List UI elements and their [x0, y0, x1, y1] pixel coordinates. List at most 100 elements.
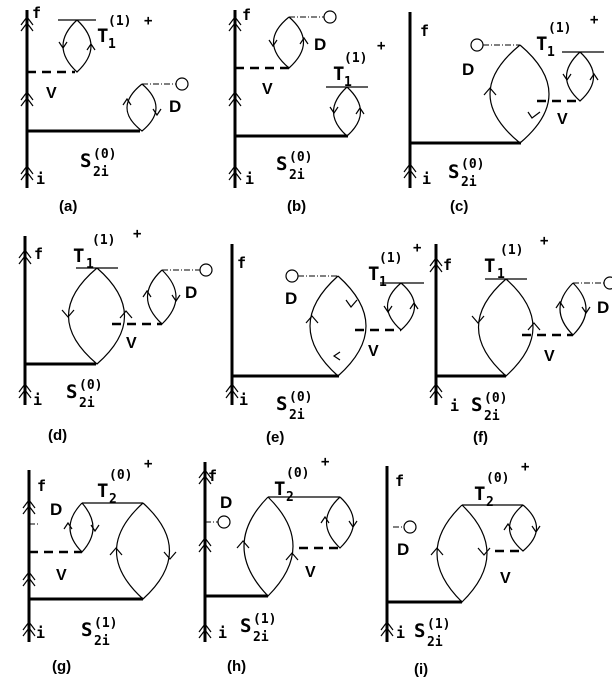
t-symbol: T [97, 480, 108, 502]
loop-arrows [61, 309, 133, 319]
t-loop [333, 86, 361, 137]
d-loop [69, 502, 94, 553]
t-superscript: (1) [344, 51, 367, 66]
panel-d: f i T 1 (1) + V D S (0) 2i (d) [18, 226, 213, 444]
t-loop [566, 51, 594, 102]
panel-caption: (i) [414, 661, 428, 677]
panel-caption: (b) [287, 198, 306, 215]
s-superscript: (0) [289, 150, 312, 165]
vertex-label: V [544, 348, 555, 365]
vertex-label: V [56, 567, 67, 584]
t-subscript: 2 [286, 490, 294, 505]
t-superscript: (1) [108, 14, 131, 29]
vertex-label: V [500, 570, 511, 587]
d-loop [326, 496, 354, 549]
t-superscript: (1) [379, 251, 402, 266]
dipole-vertex-circle [285, 269, 299, 283]
loop-arrows [58, 41, 96, 51]
final-state-label: f [395, 472, 404, 490]
loop-arrows [555, 300, 591, 315]
t-subscript: 2 [486, 495, 494, 510]
s-subscript: 2i [253, 630, 269, 645]
vertex-label: V [46, 85, 57, 102]
s-superscript: (0) [289, 390, 312, 405]
loop-arrows [383, 301, 419, 314]
double-arrow [380, 621, 394, 637]
dipole-vertex-circle [175, 77, 189, 91]
t-plus: + [413, 240, 421, 256]
dipole-label: D [462, 60, 474, 79]
t-plus: + [377, 38, 385, 54]
panel-caption: (e) [266, 429, 284, 446]
dipole-label: D [50, 500, 62, 519]
loop-arrows [483, 87, 541, 119]
double-arrow [429, 383, 443, 399]
s-subscript: 2i [427, 635, 443, 650]
t-superscript: (0) [486, 471, 509, 486]
loop-arrows [329, 106, 365, 115]
t-symbol: T [368, 263, 379, 285]
dipole-label: D [285, 289, 297, 308]
double-arrow [228, 16, 242, 32]
s-symbol: S [81, 619, 92, 641]
t-plus: + [133, 226, 141, 242]
t-subscript: 1 [379, 275, 387, 290]
double-arrow [22, 499, 36, 515]
s-symbol: S [448, 161, 459, 183]
initial-state-label: i [422, 170, 431, 188]
t-symbol: T [474, 483, 485, 505]
t-plus: + [144, 13, 152, 29]
t-loop [386, 282, 416, 331]
vertex-label: V [262, 81, 273, 98]
initial-state-label: i [33, 391, 42, 409]
final-state-label: f [237, 254, 246, 272]
dipole-label: D [169, 97, 181, 116]
initial-state-label: i [36, 624, 45, 642]
initial-state-label: i [245, 170, 254, 188]
loop-arrows [109, 547, 177, 560]
loop-arrows [430, 547, 491, 556]
t-subscript: 1 [344, 75, 352, 90]
dipole-label: D [397, 540, 409, 559]
s-subscript: 2i [461, 175, 477, 190]
d-loop [126, 83, 157, 132]
final-state-label: f [37, 477, 46, 495]
s-superscript: (0) [461, 157, 484, 172]
double-arrow [22, 571, 36, 587]
t-symbol: T [274, 478, 285, 500]
s-superscript: (1) [94, 616, 117, 631]
double-arrow [198, 537, 212, 553]
t-plus: + [144, 456, 152, 472]
double-arrow [198, 469, 212, 485]
panel-i: f i D V T 2 (0) + S (1) 2i (i) [380, 459, 541, 677]
double-arrow [198, 623, 212, 639]
final-state-label: f [32, 4, 41, 22]
double-arrow [228, 91, 242, 107]
t-plus: + [321, 454, 329, 470]
d-loop [508, 504, 538, 552]
panel-g: f i D V T 2 (0) + S (1) 2i (g) [22, 456, 177, 675]
dipole-vertex-circle [199, 263, 213, 277]
panel-caption: (d) [48, 427, 67, 444]
s-symbol: S [240, 615, 251, 637]
s-superscript: (0) [79, 378, 102, 393]
s-subscript: 2i [79, 396, 95, 411]
double-arrow [22, 621, 36, 637]
dipole-label: D [185, 283, 197, 302]
loop-arrows [471, 315, 541, 331]
t-subscript: 1 [86, 257, 94, 272]
loop-arrows [268, 36, 309, 48]
panel-caption: (f) [473, 429, 488, 446]
dipole-vertex-circle [603, 276, 612, 290]
double-arrow [225, 383, 239, 399]
s-subscript: 2i [484, 409, 500, 424]
loop-arrows [503, 522, 541, 534]
loop-arrows [332, 351, 341, 361]
panel-caption: (c) [450, 198, 468, 215]
s-superscript: (1) [427, 617, 450, 632]
final-state-label: f [208, 467, 217, 485]
loop-arrows [320, 515, 358, 529]
s-subscript: 2i [289, 408, 305, 423]
t-superscript: (1) [500, 243, 523, 258]
